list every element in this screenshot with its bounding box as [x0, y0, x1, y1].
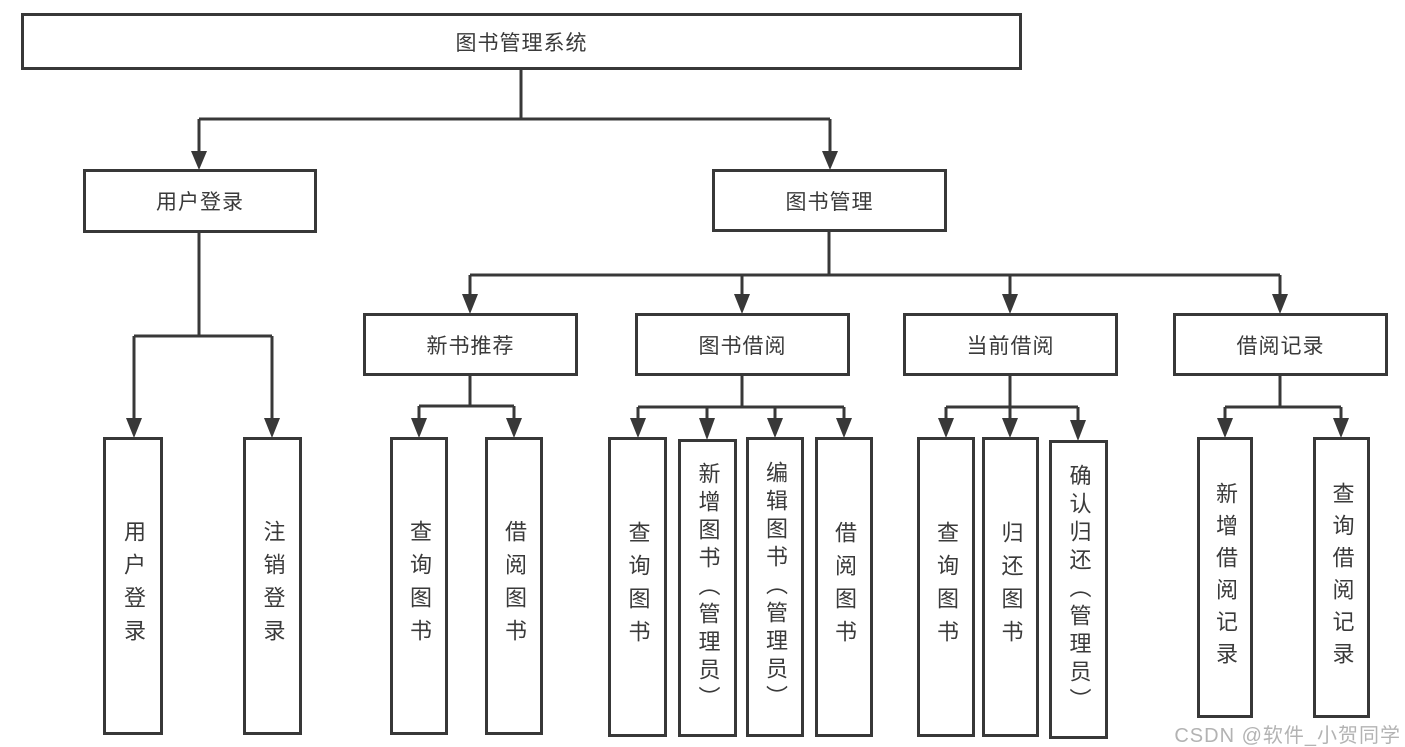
leaf-logout-label: 注销登录	[260, 520, 286, 652]
node-current-borrow: 当前借阅	[903, 313, 1118, 376]
node-root-library-system: 图书管理系统	[21, 13, 1022, 70]
csdn-watermark: CSDN @软件_小贺同学	[1174, 725, 1401, 747]
arrowhead-leaf-confirm-return	[1070, 420, 1086, 441]
arrowhead-leaf-query-record	[1333, 418, 1349, 438]
arrowhead-current-borrow	[1002, 294, 1018, 314]
arrowhead-leaf-query2	[630, 418, 646, 438]
arrowhead-leaf-login	[126, 418, 142, 438]
leaf-query-book-1: 查询图书	[390, 437, 448, 735]
node-borrow-record: 借阅记录	[1173, 313, 1388, 376]
node-book-borrow-label: 图书借阅	[698, 334, 787, 358]
leaf-edit-book-admin: 编辑图书（管理员）	[746, 437, 804, 737]
leaf-query-borrow-record: 查询借阅记录	[1313, 437, 1370, 718]
arrowhead-leaf-query1	[411, 418, 427, 438]
leaf-user-login: 用户登录	[103, 437, 163, 735]
leaf-add-book-admin: 新增图书（管理员）	[678, 439, 737, 737]
leaf-user-login-label: 用户登录	[121, 520, 146, 652]
leaf-confirm-return-admin: 确认归还（管理员）	[1049, 440, 1108, 739]
leaf-return-book-label: 归还图书	[998, 521, 1024, 653]
arrowhead-leaf-add-book	[699, 418, 715, 440]
arrowhead-leaf-borrow2	[836, 418, 852, 438]
leaf-add-book-admin-label: 新增图书（管理员）	[695, 462, 721, 714]
node-borrow-record-label: 借阅记录	[1236, 334, 1325, 358]
leaf-query-book-3: 查询图书	[917, 437, 975, 737]
node-new-book-recommend-label: 新书推荐	[426, 334, 515, 358]
leaf-logout: 注销登录	[243, 437, 302, 735]
leaf-query-book-2: 查询图书	[608, 437, 667, 737]
leaf-add-borrow-record-label: 新增借阅记录	[1213, 481, 1238, 674]
node-book-borrow: 图书借阅	[635, 313, 850, 376]
leaf-query-book-1-label: 查询图书	[407, 520, 432, 652]
leaf-borrow-book-1-label: 借阅图书	[502, 520, 527, 652]
node-root-label: 图书管理系统	[455, 31, 588, 55]
leaf-return-book: 归还图书	[982, 437, 1039, 737]
leaf-query-book-2-label: 查询图书	[625, 521, 651, 653]
arrowhead-leaf-return	[1002, 418, 1018, 438]
leaf-edit-book-admin-label: 编辑图书（管理员）	[763, 461, 788, 713]
arrowhead-leaf-add-record	[1217, 418, 1233, 438]
arrowhead-leaf-query3	[938, 418, 954, 438]
leaf-borrow-book-1: 借阅图书	[485, 437, 543, 735]
leaf-query-borrow-record-label: 查询借阅记录	[1329, 481, 1355, 674]
node-user-login: 用户登录	[83, 169, 317, 233]
node-book-management: 图书管理	[712, 169, 947, 232]
leaf-query-book-3-label: 查询图书	[934, 521, 959, 653]
leaf-add-borrow-record: 新增借阅记录	[1197, 437, 1253, 718]
leaf-confirm-return-admin-label: 确认归还（管理员）	[1066, 463, 1092, 716]
leaf-borrow-book-2: 借阅图书	[815, 437, 873, 737]
node-current-borrow-label: 当前借阅	[966, 334, 1055, 358]
arrowhead-user-login	[191, 151, 207, 170]
arrowhead-borrow-record	[1272, 294, 1288, 314]
arrowhead-leaf-logout	[264, 418, 280, 438]
arrowhead-book-management	[822, 151, 838, 170]
node-user-login-label: 用户登录	[156, 191, 244, 214]
node-book-management-label: 图书管理	[785, 190, 874, 214]
arrowhead-leaf-borrow1	[506, 418, 522, 438]
arrowhead-book-borrow	[734, 294, 750, 314]
arrowhead-new-book	[462, 294, 478, 314]
leaf-borrow-book-2-label: 借阅图书	[832, 521, 857, 653]
arrowhead-leaf-edit-book	[767, 418, 783, 438]
node-new-book-recommend: 新书推荐	[363, 313, 578, 376]
